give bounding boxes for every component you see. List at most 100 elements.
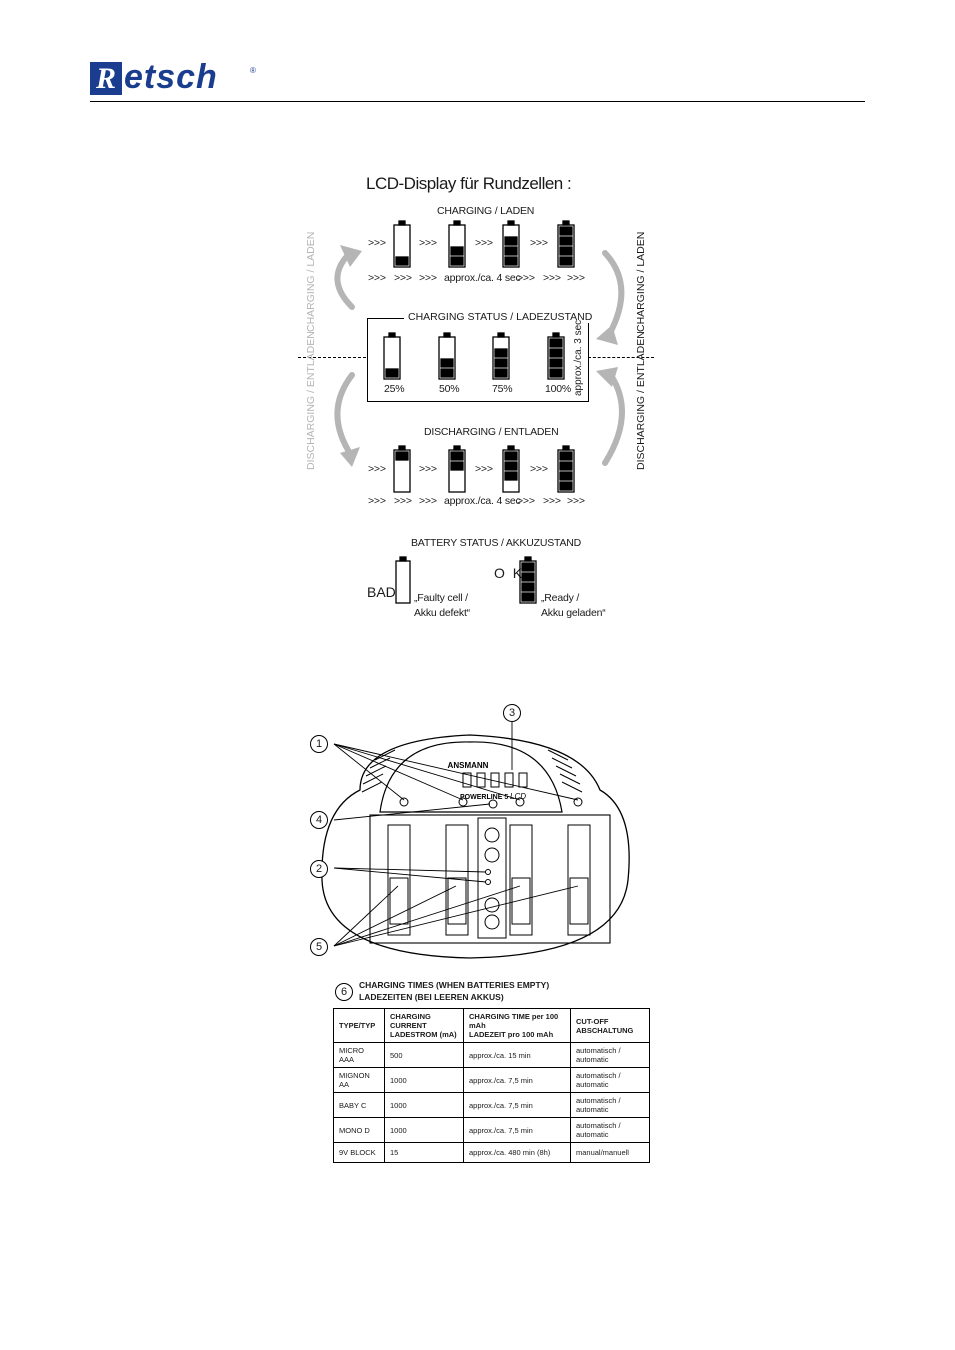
side-discharging-right: DISCHARGING / ENTLADEN bbox=[635, 331, 647, 470]
arrow-c4: >>> bbox=[530, 237, 548, 249]
arrow-d2: >>> bbox=[419, 463, 437, 475]
table-row: MICRO AAA 500 approx./ca. 15 min automat… bbox=[333, 1042, 650, 1068]
curved-arrow-left-up bbox=[334, 252, 355, 310]
approx-4-bottom: approx./ca. 4 sec bbox=[444, 495, 521, 507]
retsch-logo-text: etsch bbox=[124, 58, 218, 96]
retsch-logo-mark: R bbox=[90, 62, 122, 95]
arrow-c6: >>> bbox=[394, 272, 412, 284]
display-panel bbox=[379, 741, 563, 813]
charging-status-title: CHARGING STATUS / LADEZUSTAND bbox=[404, 311, 597, 323]
ok-battery bbox=[519, 556, 537, 604]
leds bbox=[399, 797, 583, 809]
cell: approx./ca. 15 min bbox=[463, 1042, 571, 1068]
callout-2: 2 bbox=[310, 860, 328, 878]
charging-battery-1 bbox=[393, 220, 411, 268]
arrow-c8: >>> bbox=[517, 272, 535, 284]
model-text: POWERLINE 5 bbox=[460, 794, 508, 801]
arrow-d7: >>> bbox=[419, 495, 437, 507]
cell: 1000 bbox=[384, 1117, 464, 1143]
arrow-c2: >>> bbox=[419, 237, 437, 249]
table-caption-1: CHARGING TIMES (WHEN BATTERIES EMPTY) bbox=[359, 980, 550, 990]
discharging-battery-1 bbox=[393, 445, 411, 493]
faulty-line1: „Faulty cell / bbox=[414, 592, 468, 604]
side-discharging-left: DISCHARGING / ENTLADEN bbox=[305, 331, 317, 470]
brand-text: ANSMANN bbox=[448, 761, 489, 770]
lcd-heading: LCD-Display für Rundzellen : bbox=[366, 174, 572, 193]
battery-status-label: BATTERY STATUS / AKKUZUSTAND bbox=[411, 537, 582, 549]
callout-5: 5 bbox=[310, 938, 328, 956]
arrow-d5: >>> bbox=[368, 495, 386, 507]
status-battery-50 bbox=[438, 332, 456, 380]
charging-battery-2 bbox=[448, 220, 466, 268]
callout-6: 6 bbox=[335, 983, 353, 1001]
charging-battery-4 bbox=[557, 220, 575, 268]
arrowhead-left-up bbox=[340, 245, 362, 267]
status-battery-100 bbox=[547, 332, 565, 380]
arrow-c10: >>> bbox=[567, 272, 585, 284]
arrow-c9: >>> bbox=[543, 272, 561, 284]
curved-arrow-left-down bbox=[334, 372, 355, 453]
cell: 15 bbox=[384, 1142, 464, 1163]
arrow-d8: >>> bbox=[517, 495, 535, 507]
cell: approx./ca. 7,5 min bbox=[463, 1067, 571, 1093]
battery-bay bbox=[369, 814, 611, 944]
cell: automatisch / automatic bbox=[570, 1042, 650, 1068]
arrowhead-right-down bbox=[596, 325, 618, 345]
cell: MIGNON AA bbox=[333, 1067, 385, 1093]
ready-line2: Akku geladen“ bbox=[541, 607, 606, 619]
cell: 500 bbox=[384, 1042, 464, 1068]
side-charging-left: CHARGING / LADEN bbox=[305, 231, 317, 332]
cell: automatisch / automatic bbox=[570, 1092, 650, 1118]
arrowhead-right-up bbox=[596, 367, 618, 387]
lcd-mini-bars bbox=[462, 772, 528, 788]
cell: approx./ca. 7,5 min bbox=[463, 1117, 571, 1143]
charger-device-drawing: ANSMANN POWERLINE 5 LCD bbox=[321, 722, 630, 959]
arrow-c1: >>> bbox=[368, 237, 386, 249]
discharging-label: DISCHARGING / ENTLADEN bbox=[424, 426, 559, 438]
callout-4: 4 bbox=[310, 811, 328, 829]
arrow-d10: >>> bbox=[567, 495, 585, 507]
approx-3-sec: approx./ca. 3 sec bbox=[573, 319, 584, 396]
bay-slots bbox=[387, 817, 591, 939]
arrow-d6: >>> bbox=[394, 495, 412, 507]
ok-label: O K bbox=[494, 565, 525, 581]
curved-arrow-right-up bbox=[602, 374, 625, 466]
table-row: MIGNON AA 1000 approx./ca. 7,5 min autom… bbox=[333, 1067, 650, 1093]
curved-arrow-right-down bbox=[602, 250, 625, 336]
arrowhead-left-down bbox=[340, 447, 360, 467]
cell: BABY C bbox=[333, 1092, 385, 1118]
cell: manual/manuell bbox=[570, 1142, 650, 1163]
callout-lines bbox=[333, 722, 579, 947]
side-charging-right: CHARGING / LADEN bbox=[635, 231, 647, 332]
grill-right bbox=[547, 749, 583, 793]
cell: 1000 bbox=[384, 1092, 464, 1118]
bad-battery bbox=[395, 556, 411, 604]
arrow-d3: >>> bbox=[475, 463, 493, 475]
lcd-battery-diagram bbox=[334, 220, 625, 493]
arrow-c7: >>> bbox=[419, 272, 437, 284]
cell: MICRO AAA bbox=[333, 1042, 385, 1068]
callout-1: 1 bbox=[310, 735, 328, 753]
th-type: TYPE/TYP bbox=[333, 1008, 385, 1043]
cell: 9V BLOCK bbox=[333, 1142, 385, 1163]
arrow-c5: >>> bbox=[368, 272, 386, 284]
pct-75: 75% bbox=[492, 383, 513, 395]
arrow-d9: >>> bbox=[543, 495, 561, 507]
arrow-d1: >>> bbox=[368, 463, 386, 475]
cell: 1000 bbox=[384, 1067, 464, 1093]
pct-25: 25% bbox=[384, 383, 405, 395]
arrow-c3: >>> bbox=[475, 237, 493, 249]
discharging-battery-4 bbox=[557, 445, 575, 493]
status-battery-75 bbox=[492, 332, 510, 380]
table-row: BABY C 1000 approx./ca. 7,5 min automati… bbox=[333, 1092, 650, 1118]
cell: MONO D bbox=[333, 1117, 385, 1143]
ready-line1: „Ready / bbox=[541, 592, 580, 604]
approx-4-top: approx./ca. 4 sec bbox=[444, 272, 521, 284]
status-battery-25 bbox=[383, 332, 401, 380]
charging-label: CHARGING / LADEN bbox=[437, 205, 535, 217]
